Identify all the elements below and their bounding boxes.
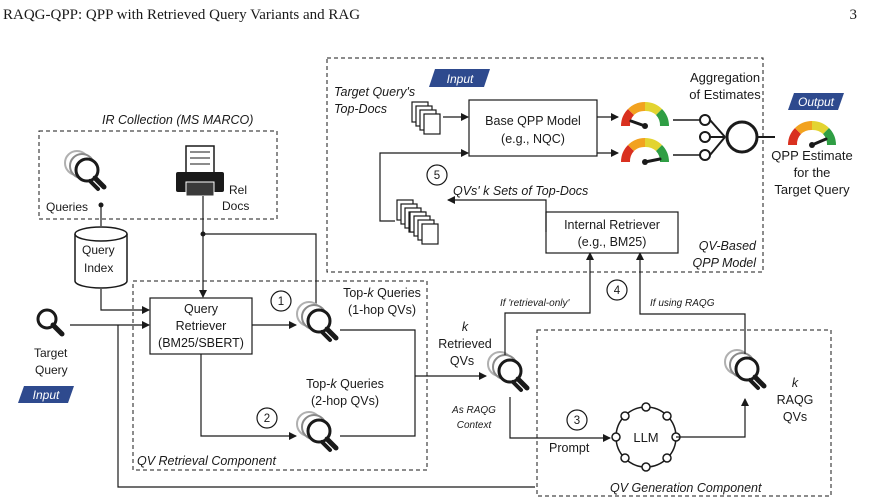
aggregation-line1: Aggregation [690,70,760,85]
prompt-label: Prompt [549,441,590,455]
queries-icon [65,151,104,189]
raqg-label: RAQG [777,393,814,407]
query-retriever-box [149,297,253,355]
k-raqg-label: k [792,376,799,390]
gauge-icon [620,101,670,129]
index-label: Index [84,261,113,275]
context-label: Context [457,420,493,431]
internal-retriever-line1: Internal Retriever [564,218,660,232]
step-1-marker [270,290,292,312]
svg-text:5: 5 [434,170,440,182]
svg-text:Input: Input [447,72,474,86]
step-2-marker [256,407,278,429]
qpp-estimate-line3: Target Query [774,182,850,197]
base-qpp-line1: Base QPP Model [485,114,581,128]
printer-icon [176,145,224,197]
llm-label: LLM [633,430,658,445]
if-retrieval-only-label: If 'retrieval-only' [500,298,570,309]
as-raqg-label: As RAQG [451,405,496,416]
qpp-estimate-line1: QPP Estimate [771,148,852,163]
svg-text:4: 4 [614,285,621,297]
qv-based-label: QV-Based [699,239,757,253]
rel-label: Rel [229,183,247,197]
page-number: 3 [850,7,858,23]
raqg-qvs-label: QVs [783,410,807,424]
two-hop-qvs-icon [297,412,336,450]
query-retriever-line3: (BM25/SBERT) [158,336,244,350]
ir-collection-box [38,130,278,220]
internal-retriever-line2: (e.g., BM25) [578,235,647,249]
retrieved-label: Retrieved [438,337,492,351]
ir-collection-label: IR Collection (MS MARCO) [102,113,253,127]
query-retriever-line1: Query [184,302,219,316]
aggregation-line2: of Estimates [689,87,761,102]
one-hop-qvs-icon [297,302,336,340]
qvs-label: QVs [450,354,474,368]
input-badge-bottom: Input [18,386,74,403]
docs-label: Docs [222,199,249,213]
qv-generation-component-label: QV Generation Component [610,481,762,495]
svg-text:Output: Output [798,95,835,109]
queries-label: Queries [46,200,88,214]
raqg-qvs-icon [725,350,764,388]
qpp-model-label: QPP Model [693,256,758,270]
target-top-docs-icon [411,101,441,135]
query-label-2: Query [35,363,68,377]
svg-text:2: 2 [264,413,270,425]
retrieved-qvs-icon [488,352,527,390]
output-badge: Output [788,93,844,110]
qv-retrieval-component-label: QV Retrieval Component [137,454,276,468]
qvs-k-sets-label: QVs' k Sets of Top-Docs [453,184,588,198]
svg-text:1: 1 [278,296,284,308]
qv-generation-component-box [536,329,832,497]
step-3-marker [566,409,588,431]
aggregation-icon [673,114,775,161]
base-qpp-model-box [468,99,598,157]
qv-based-qpp-model-box [326,57,764,273]
input-badge-top: Input [429,69,490,87]
query-index-icon [74,226,128,289]
if-using-raqg-label: If using RAQG [650,298,715,309]
target-label: Target [34,346,68,360]
top-k-2hop-line1: Top-k Queries [306,377,384,391]
step-4-marker [606,279,628,301]
internal-retriever-box [545,211,679,254]
top-docs-label: Top-Docs [334,102,387,116]
k-retrieved-label: k [462,320,469,334]
qv-top-docs-icon [409,211,439,245]
target-query-s-label: Target Query's [334,85,415,99]
running-header: RAQG-QPP: QPP with Retrieved Query Varia… [3,7,360,23]
qpp-estimate-line2: for the [794,165,831,180]
llm-icon [611,402,681,472]
svg-text:3: 3 [574,415,580,427]
svg-text:Input: Input [33,388,60,402]
target-query-icon [38,310,62,334]
top-k-1hop-line1: Top-k Queries [343,286,421,300]
top-k-1hop-line2: (1-hop QVs) [348,303,416,317]
output-gauge-icon [787,120,837,148]
query-label: Query [82,243,115,257]
top-k-2hop-line2: (2-hop QVs) [311,394,379,408]
base-qpp-line2: (e.g., NQC) [501,132,565,146]
query-retriever-line2: Retriever [176,319,227,333]
step-5-marker [426,164,448,186]
gauge-icon [620,137,670,165]
